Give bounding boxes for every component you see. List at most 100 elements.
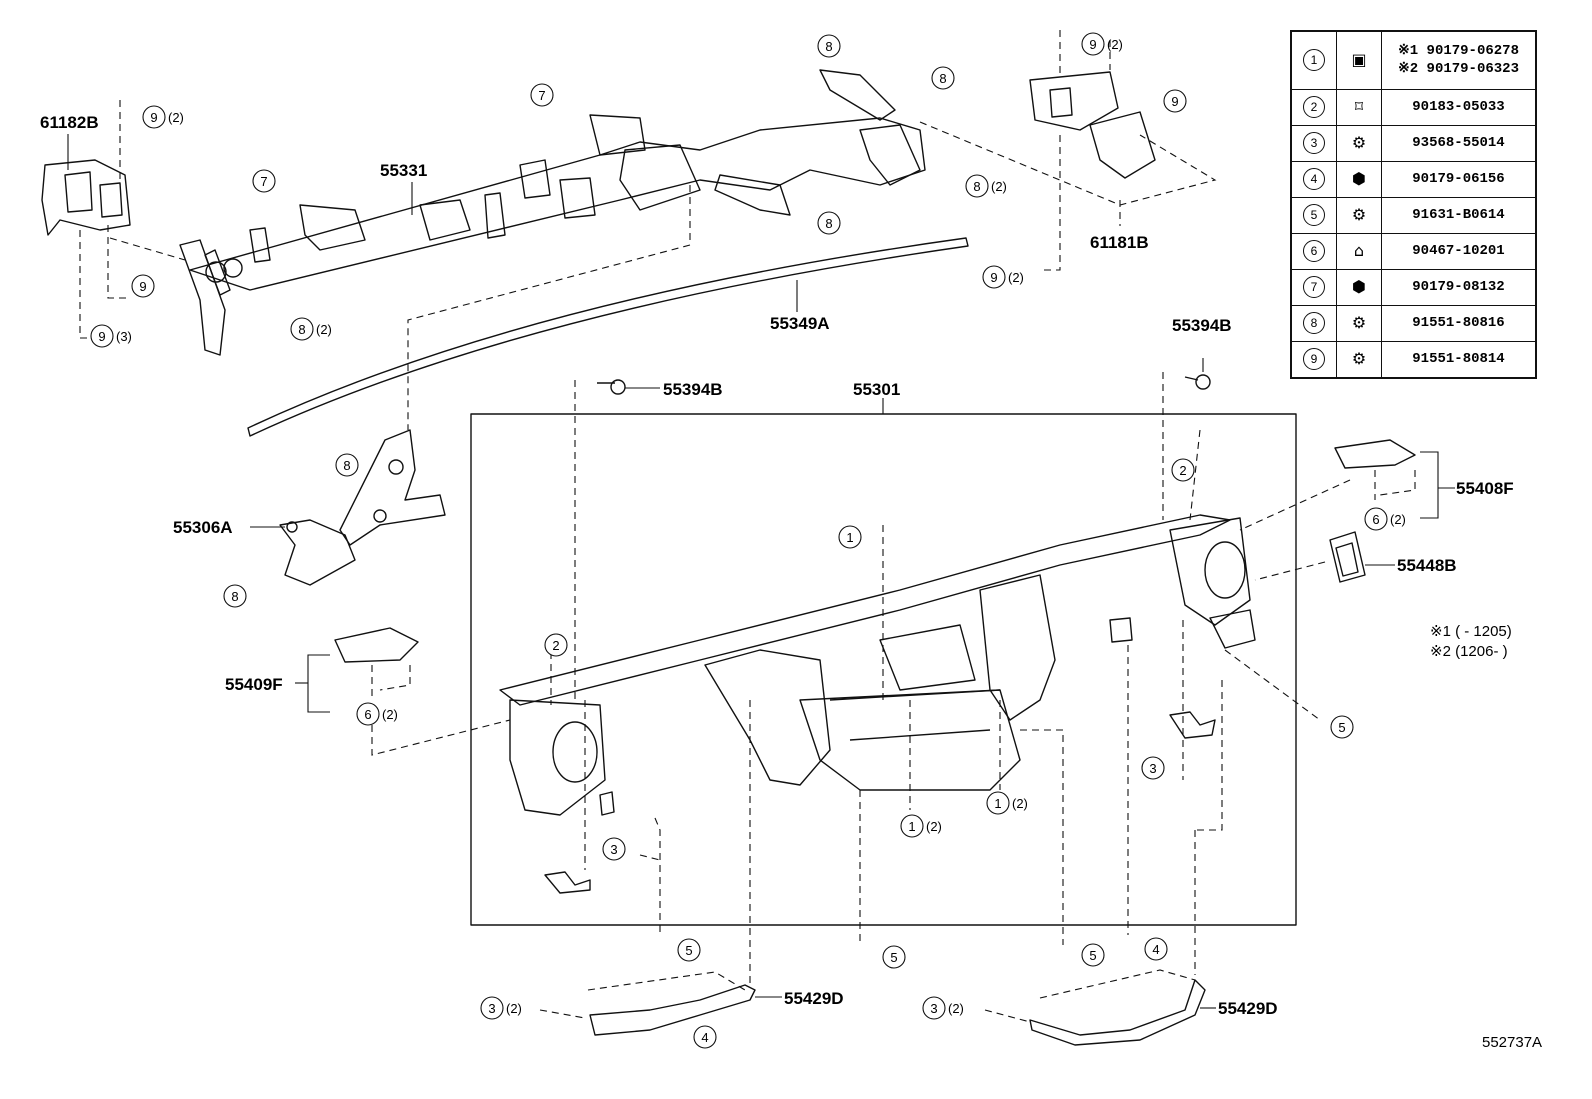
parts-table-row: 6⌂90467-10201 [1290,232,1537,270]
callout: 9 (2) [982,265,1024,289]
svg-text:2: 2 [552,638,559,653]
flange-bolt-icon: ⚙ [1336,304,1382,342]
callout: 1(2) [900,814,942,838]
callout: 8(2) [290,317,332,341]
callout: 1 (2) [986,791,1028,815]
spring-clip-icon: ⌑ [1336,88,1382,126]
callout: 6 (2) [356,702,398,726]
svg-text:(2): (2) [991,179,1007,194]
svg-text:(2): (2) [1390,512,1406,527]
bracket-61181b-drawing [1029,71,1156,179]
label-55394b-right: 55394B [1172,316,1232,335]
label-55394b-left: 55394B [663,380,723,399]
svg-text:5: 5 [685,943,692,958]
svg-text:2: 2 [1179,463,1186,478]
svg-text:9: 9 [139,279,146,294]
callout: 1 [838,525,862,549]
parts-table-row: 7⬢90179-08132 [1290,268,1537,306]
svg-text:8: 8 [939,71,946,86]
parts-table-item-number: 3 [1290,124,1337,162]
svg-text:9: 9 [990,270,997,285]
svg-text:8: 8 [343,458,350,473]
callout: 5 [1081,943,1105,967]
clip-icon: ⌂ [1336,232,1382,270]
svg-text:(2): (2) [1008,270,1024,285]
callout: 8 [817,211,841,235]
parts-table-row: 2⌑90183-05033 [1290,88,1537,126]
parts-table-item-number: 4 [1290,160,1337,198]
parts-table-item-number: 1 [1290,30,1337,90]
svg-text:7: 7 [260,174,267,189]
callout: 9(3) [90,324,132,348]
production-note-1: ※1 ( - 1205) [1430,623,1512,640]
parts-table-part-number: ※1 90179-06278※2 90179-06323 [1381,30,1537,90]
bolt-icon: ⚙ [1336,196,1382,234]
bracket-lower-right-drawing [1169,711,1216,739]
parts-table-item-number: 6 [1290,232,1337,270]
svg-text:3: 3 [930,1001,937,1016]
callout: 3 [1141,756,1165,780]
parts-table-row: 9⚙91551-80814 [1290,340,1537,378]
svg-text:9: 9 [1171,94,1178,109]
label-55349a: 55349A [770,314,830,333]
screw-55394b-left-drawing [597,379,626,395]
callout: 9 (2) [142,105,184,129]
svg-text:1: 1 [994,796,1001,811]
svg-text:(2): (2) [168,110,184,125]
production-note-2: ※2 (1206- ) [1430,643,1508,660]
label-55448b: 55448B [1397,556,1457,575]
brace-55306a-drawing [279,429,446,586]
svg-text:6: 6 [1372,512,1379,527]
callout: 6 (2) [1364,507,1406,531]
svg-text:5: 5 [1338,720,1345,735]
parts-table-row: 8⚙91551-80816 [1290,304,1537,342]
svg-text:9: 9 [1089,37,1096,52]
callout: 3 [602,837,626,861]
nut-icon: ⬢ [1336,268,1382,306]
svg-text:1: 1 [846,530,853,545]
cover-55409f-drawing [334,627,419,663]
callout: 5 [1330,715,1354,739]
svg-text:5: 5 [890,950,897,965]
callout: 5 [882,945,906,969]
svg-text:3: 3 [1149,761,1156,776]
callout: 7 [252,169,276,193]
callout: 4 [693,1025,717,1049]
bracket-lower-left-drawing [544,871,591,894]
clip-nut-icon: ▣ [1336,30,1382,90]
parts-table-item-number: 9 [1290,340,1337,378]
svg-text:8: 8 [231,589,238,604]
label-55306a: 55306A [173,518,233,537]
label-55408f: 55408F [1456,479,1514,498]
cover-55408f-drawing [1334,439,1416,469]
svg-text:(2): (2) [948,1001,964,1016]
callout: 5 [677,938,701,962]
label-55429d-right: 55429D [1218,999,1278,1018]
parts-table-part-number: 93568-55014 [1381,124,1537,162]
bracket-55429d-left-drawing [589,984,756,1036]
parts-table-part-number: 90467-10201 [1381,232,1537,270]
svg-text:8: 8 [825,39,832,54]
bracket-61182b-drawing [41,159,131,236]
screw-55394b-right-drawing [1184,374,1211,390]
molding-55349a-drawing [247,237,969,437]
svg-text:(2): (2) [1012,796,1028,811]
parts-table-item-number: 8 [1290,304,1337,342]
svg-text:6: 6 [364,707,371,722]
callout: 8 [335,453,359,477]
svg-text:(2): (2) [382,707,398,722]
instrument-panel-safety-pad-drawing [499,514,1256,816]
callout: 8 [223,584,247,608]
part-labels: 61182B 55331 61181B 55349A 55394B 55394B… [40,113,1514,1018]
instrument-panel-reinforcement-drawing [179,69,926,356]
svg-text:9: 9 [98,329,105,344]
callout: 9 [131,274,155,298]
svg-text:9: 9 [150,110,157,125]
svg-text:(2): (2) [1107,37,1123,52]
label-55429d-left: 55429D [784,989,844,1008]
callout: 7 [530,83,554,107]
label-55301: 55301 [853,380,900,399]
